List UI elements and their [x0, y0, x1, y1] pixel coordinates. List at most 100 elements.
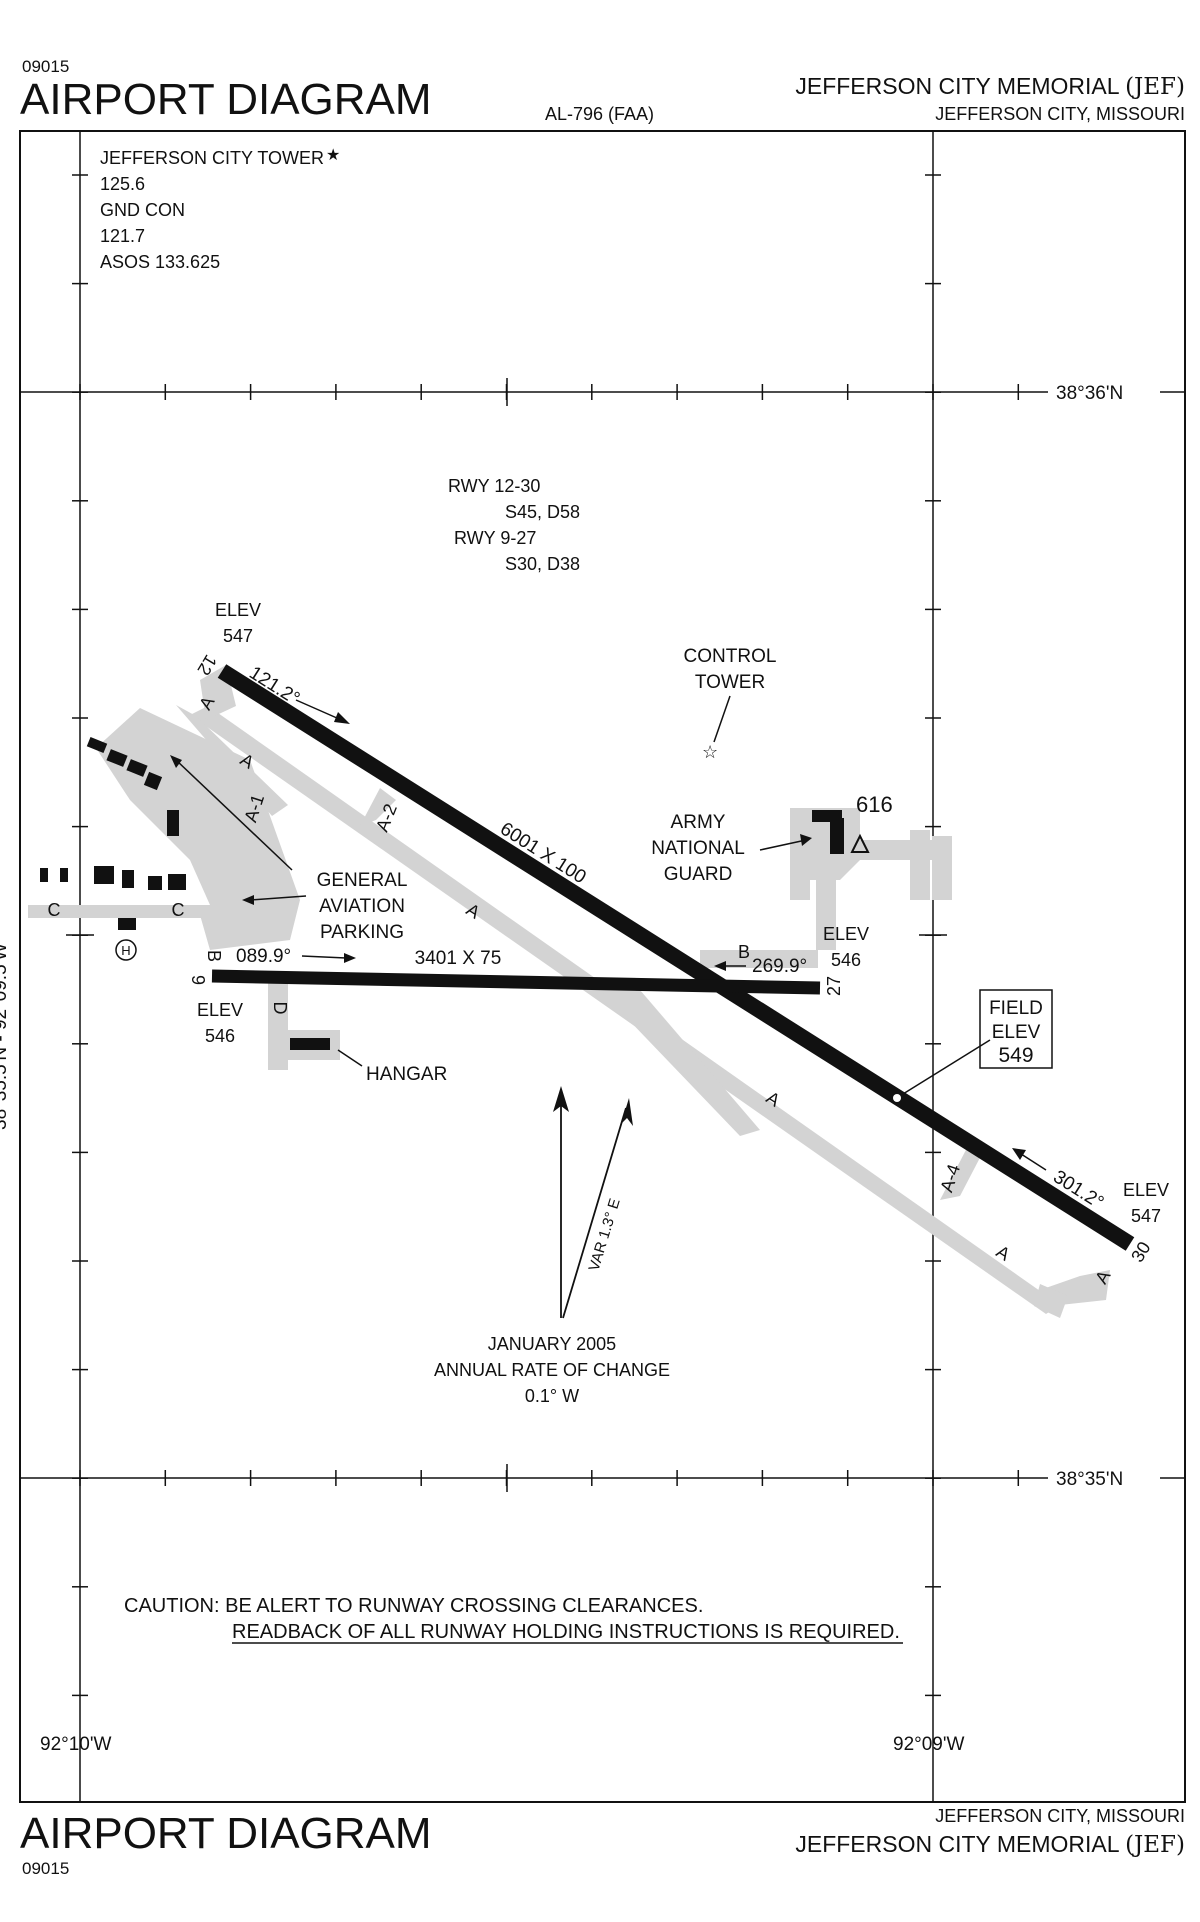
general-aviation-parking: GENERAL AVIATION PARKING	[170, 755, 407, 943]
lat-label-north: 38°36'N	[1056, 383, 1123, 404]
heliport-icon	[115, 939, 137, 961]
taxiway-a2	[360, 788, 396, 826]
taxiway-c-label-east: C	[172, 900, 185, 920]
taxiways	[28, 665, 1110, 1318]
runway-strength-block: RWY 12-30 S45, D58 RWY 9-27 S30, D38	[448, 476, 580, 574]
asos-frequency: ASOS 133.625	[100, 252, 220, 272]
airport-id-text-bottom: (JEF)	[1125, 1832, 1185, 1858]
army-apron-far	[910, 830, 930, 900]
building-ga-2	[106, 749, 128, 767]
rwy9-elev-label: ELEV	[197, 1000, 243, 1020]
building-ga-5	[167, 810, 179, 836]
field-elev-value: 549	[998, 1044, 1033, 1067]
rwy27-elev-value: 546	[831, 950, 861, 970]
field-elevation-box: FIELD ELEV 549	[902, 989, 1053, 1095]
building-west-2	[60, 868, 68, 882]
runways	[211, 664, 1135, 1251]
control-tower-label-2: TOWER	[695, 672, 765, 693]
side-coordinate-label: 38°35.5'N - 92°09.5'W	[0, 943, 11, 1130]
army-label-1: ARMY	[671, 812, 726, 833]
magnetic-variation: VAR 1.3° E	[586, 1197, 624, 1274]
rwy9-27-label: RWY 9-27	[454, 528, 536, 548]
army-label-2: NATIONAL	[651, 838, 745, 859]
magnetic-rate: 0.1° W	[525, 1386, 579, 1406]
taxiway-a-south-link	[600, 990, 760, 1136]
buildings	[40, 736, 844, 1050]
control-tower-label-1: CONTROL	[684, 646, 777, 667]
heliport-letter: H	[121, 943, 130, 958]
hangar: HANGAR	[337, 1049, 447, 1085]
airport-location-bottom: JEFFERSON CITY, MISSOURI	[935, 1806, 1185, 1826]
heading-12-arrowhead	[334, 712, 350, 724]
magnetic-north-arrowhead	[621, 1098, 633, 1126]
field-elev-label-1: FIELD	[989, 998, 1043, 1019]
field-elevation-point	[893, 1094, 901, 1102]
field-elev-label-2: ELEV	[992, 1022, 1041, 1043]
runway-9-27-dimensions: 3401 X 75	[415, 948, 502, 969]
magnetic-north-line	[562, 1107, 627, 1319]
diagram-frame	[19, 130, 1186, 1803]
procedure-number-bottom: 09015	[22, 1859, 69, 1878]
army-link	[816, 880, 836, 950]
rwy27-elev-label: ELEV	[823, 924, 869, 944]
rwy30-elev-value: 547	[1131, 1206, 1161, 1226]
heading-9: 089.9°	[236, 946, 291, 967]
ground-name: GND CON	[100, 200, 185, 220]
control-tower-star-icon: ☆	[702, 742, 718, 762]
taxiway-c	[28, 905, 210, 918]
magnetic-note: JANUARY 2005 ANNUAL RATE OF CHANGE 0.1° …	[434, 1334, 670, 1406]
control-tower: CONTROL TOWER ☆	[684, 646, 777, 762]
taxiway-d-label: D	[270, 1002, 290, 1015]
tower-frequency: 125.6	[100, 174, 145, 194]
heading-30-arrowhead	[1012, 1148, 1026, 1160]
taxiway-b-label-west: B	[204, 950, 224, 962]
building-ga-3	[126, 759, 148, 777]
ga-label-1: GENERAL	[317, 870, 408, 891]
taxiway-a4	[940, 1146, 984, 1200]
taxiway-a-hold-30	[1034, 1284, 1068, 1318]
building-west-1	[40, 868, 48, 882]
caution-note: CAUTION: BE ALERT TO RUNWAY CROSSING CLE…	[124, 1595, 903, 1644]
runway-9-number: 9	[188, 975, 208, 985]
diagram-title-bottom: AIRPORT DIAGRAM	[20, 1809, 432, 1858]
building-heliport	[118, 918, 136, 930]
army-national-guard: ARMY NATIONAL GUARD	[651, 812, 812, 885]
frequency-block: JEFFERSON CITY TOWER ★ 125.6 GND CON 121…	[100, 147, 340, 272]
rwy12-30-pcn: S45, D58	[505, 502, 580, 522]
runway-9-27	[211, 969, 821, 995]
runway-elevations: ELEV 547 ELEV 547 ELEV 546 ELEV 546	[197, 600, 1169, 1226]
rwy12-elev-label: ELEV	[215, 600, 261, 620]
north-arrows: VAR 1.3° E	[553, 1086, 633, 1319]
caution-line-2: READBACK OF ALL RUNWAY HOLDING INSTRUCTI…	[232, 1621, 900, 1643]
building-ga-6	[94, 866, 114, 884]
heading-9-arrowhead	[344, 953, 356, 963]
airport-location-top: JEFFERSON CITY, MISSOURI	[935, 104, 1185, 124]
lon-label-west: 92°10'W	[40, 1734, 111, 1755]
taxiway-c-label-west: C	[48, 900, 61, 920]
airport-id-text: (JEF)	[1125, 74, 1185, 100]
obstacle-value: 616	[856, 792, 893, 817]
obstacle-icon	[850, 833, 870, 853]
svg-text:JEFFERSON CITY MEMORIAL: JEFFERSON CITY MEMORIAL (JEF)	[795, 1831, 1185, 1858]
rwy12-elev-value: 547	[223, 626, 253, 646]
tower-star-icon: ★	[326, 147, 340, 164]
magnetic-date: JANUARY 2005	[488, 1334, 616, 1354]
lat-label-south: 38°35'N	[1056, 1469, 1123, 1490]
rwy30-elev-label: ELEV	[1123, 1180, 1169, 1200]
runway-30-number: 30	[1127, 1238, 1154, 1265]
army-label-3: GUARD	[664, 864, 733, 885]
army-apron-far2	[932, 836, 952, 900]
ga-label-2: AVIATION	[319, 896, 405, 917]
obstacle-616: 616	[850, 792, 893, 853]
ga-label-3: PARKING	[320, 922, 404, 943]
building-ga-8	[148, 876, 162, 890]
building-ga-4	[143, 771, 163, 791]
heading-27-arrowhead	[714, 961, 726, 971]
runway-12-30	[217, 664, 1135, 1251]
taxiway-b-label-east: B	[738, 942, 750, 962]
ga-parking-apron	[96, 708, 300, 950]
building-ga-1	[86, 736, 108, 754]
rwy12-30-label: RWY 12-30	[448, 476, 540, 496]
airport-name-text-bottom: JEFFERSON CITY MEMORIAL	[795, 1831, 1119, 1857]
chart-id: AL-796 (FAA)	[545, 104, 654, 124]
